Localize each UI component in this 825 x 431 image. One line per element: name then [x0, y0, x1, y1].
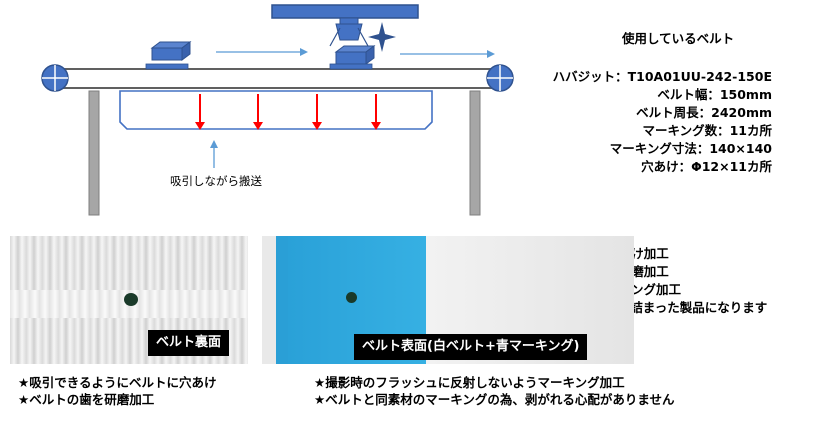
post-left — [88, 90, 100, 216]
notes-front: ★撮影時のフラッシュに反射しないようマーキング加工 ★ベルトと同素材のマーキング… — [314, 374, 674, 408]
belt-back-photo — [10, 236, 248, 364]
belt-front-caption: ベルト表面(白ベルト+青マーキング) — [354, 334, 588, 360]
pulley-right — [486, 64, 514, 92]
belt-back-caption: ベルト裏面 — [148, 330, 230, 356]
spec-line-holes: 穴あけ：Φ12×11カ所 — [641, 159, 772, 174]
suction-label: 吸引しながら搬送 — [170, 174, 262, 188]
note-front-1: ★撮影時のフラッシュに反射しないようマーキング加工 — [314, 375, 625, 390]
flow-arrow-1 — [216, 48, 308, 56]
spec-title: 使用しているベルト — [622, 31, 735, 46]
suction-label-arrow — [210, 140, 218, 168]
spec-line-mark-size: マーキング寸法：140×140 — [609, 141, 772, 156]
note-back-2: ★ベルトの歯を研磨加工 — [18, 392, 155, 407]
post-right — [469, 90, 481, 216]
note-back-1: ★吸引できるようにベルトに穴あけ — [18, 375, 217, 390]
suction-box — [119, 90, 433, 130]
suction-arrows — [195, 94, 381, 130]
product-box-left — [145, 41, 192, 70]
spec-line-mark-count: マーキング数：11カ所 — [642, 123, 772, 138]
flash-icon — [368, 22, 396, 52]
pulley-left — [41, 64, 69, 92]
note-front-2: ★ベルトと同素材のマーキングの為、剥がれる心配がありません — [314, 392, 675, 407]
belt-hole — [124, 293, 138, 306]
spec-line-width: ベルト幅：150mm — [657, 87, 772, 102]
marking-hole — [346, 292, 357, 303]
product-box-center — [329, 45, 376, 70]
spec-line-model: ハバジット：T10A01UU-242-150E — [552, 69, 772, 84]
spec-line-length: ベルト周長：2420mm — [636, 105, 772, 120]
notes-back: ★吸引できるようにベルトに穴あけ ★ベルトの歯を研磨加工 — [18, 374, 216, 408]
camera — [271, 4, 419, 47]
flow-arrow-2 — [400, 50, 495, 58]
